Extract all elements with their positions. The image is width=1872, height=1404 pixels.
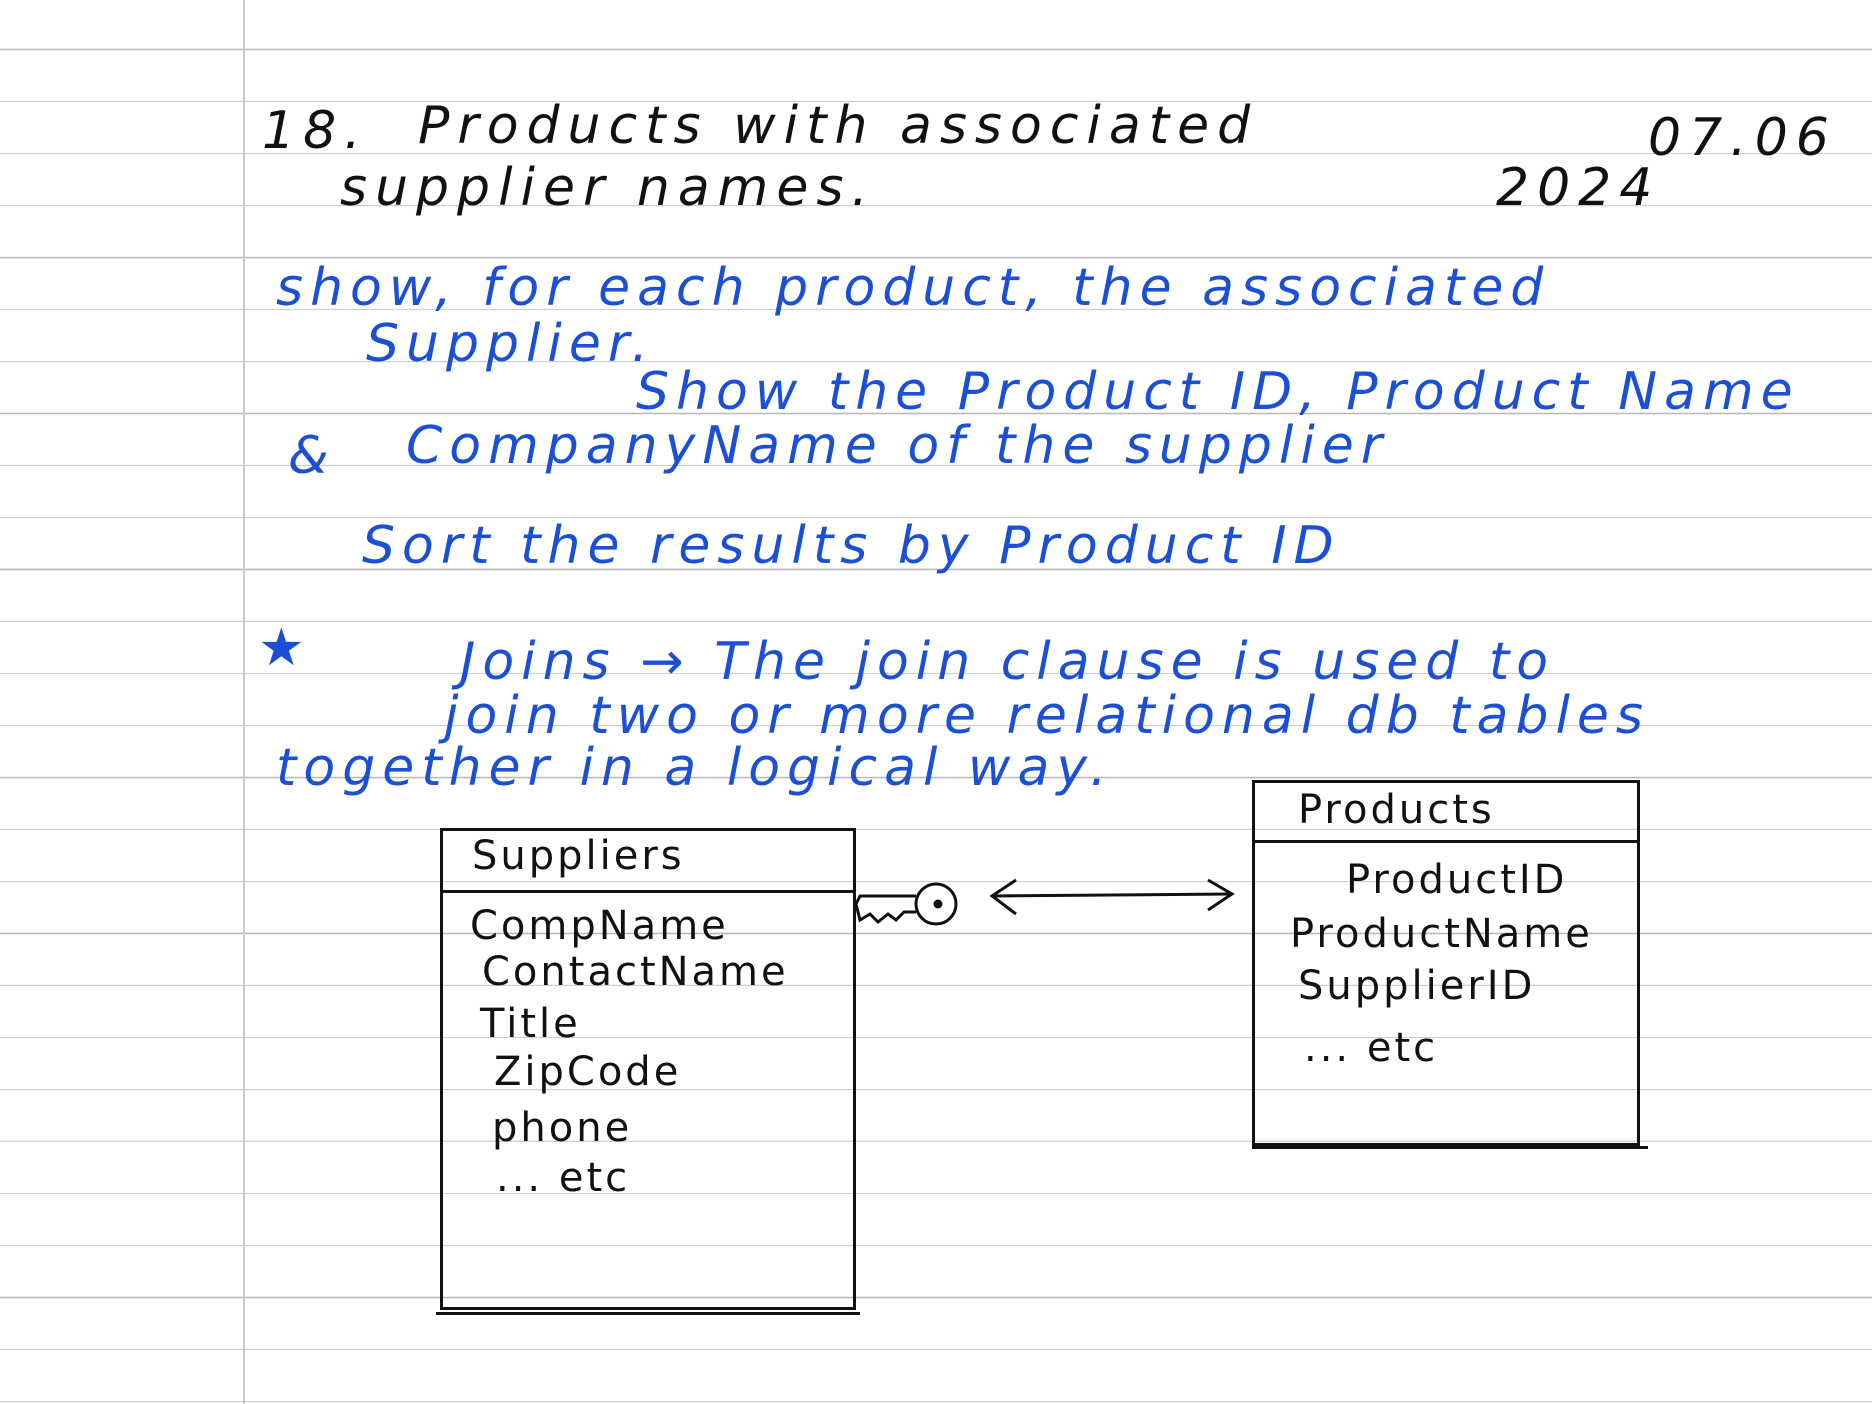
products-field: ProductName	[1290, 911, 1593, 957]
products-table-box	[1252, 780, 1640, 1146]
note-title-line-2: supplier names.	[340, 158, 876, 218]
margin-line	[243, 0, 245, 1404]
task-line-3: Show the Product ID, Product Name	[636, 362, 1800, 422]
note-date-year: 2024	[1496, 158, 1661, 218]
task-line-1: show, for each product, the associated	[276, 258, 1551, 318]
note-title-line-1: Products with associated	[418, 96, 1259, 156]
suppliers-field: ContactName	[482, 949, 789, 995]
task-line-4: CompanyName of the supplier	[406, 416, 1390, 476]
task-line-4-prefix: &	[288, 426, 336, 486]
task-line-2: Supplier.	[366, 314, 656, 374]
suppliers-field: ... etc	[496, 1155, 631, 1201]
products-field: ... etc	[1304, 1025, 1439, 1071]
products-field: SupplierID	[1298, 963, 1536, 1009]
suppliers-table-box	[440, 828, 856, 1310]
joins-note-line-2: join two or more relational db tables	[444, 686, 1651, 746]
suppliers-field: Title	[480, 1001, 581, 1047]
joins-note-line-3: together in a logical way.	[276, 738, 1114, 798]
suppliers-header-divider	[440, 890, 856, 893]
suppliers-bottom-underline	[436, 1312, 860, 1315]
joins-note-line-1: Joins → The join clause is used to	[460, 632, 1556, 692]
products-header-divider	[1252, 840, 1638, 843]
products-table-title: Products	[1298, 787, 1495, 833]
products-field: ProductID	[1346, 857, 1568, 903]
note-date-day-month: 07.06	[1648, 108, 1837, 168]
suppliers-field: CompName	[470, 903, 729, 949]
task-line-5: Sort the results by Product ID	[362, 516, 1341, 576]
note-number: 18.	[262, 101, 369, 161]
suppliers-field: ZipCode	[494, 1049, 682, 1095]
star-icon: ★	[258, 618, 312, 678]
products-bottom-underline	[1252, 1146, 1648, 1149]
suppliers-table-title: Suppliers	[472, 833, 685, 879]
suppliers-field: phone	[492, 1105, 633, 1151]
